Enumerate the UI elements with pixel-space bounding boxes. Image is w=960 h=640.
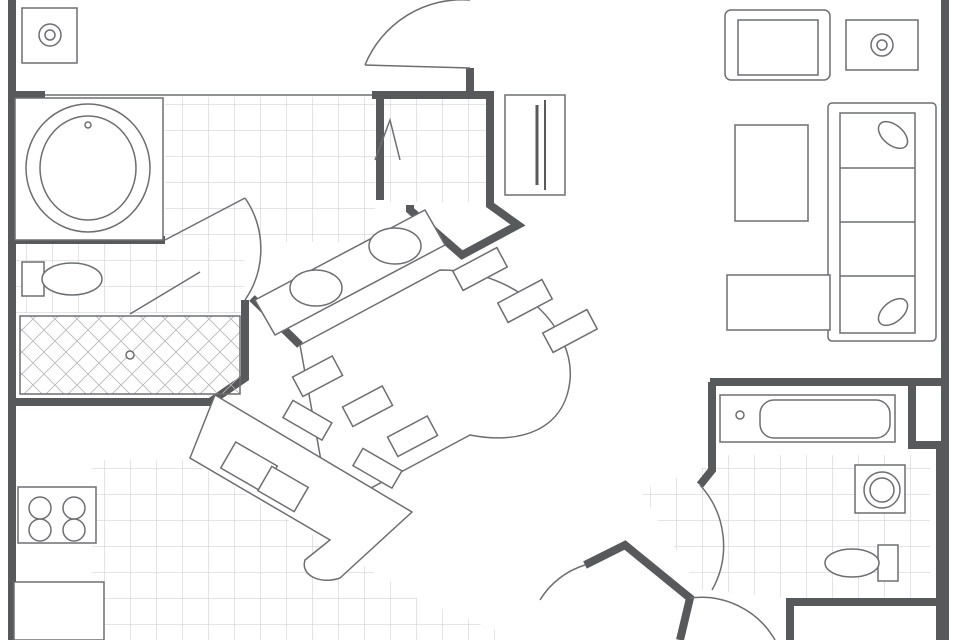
tv-console-icon xyxy=(504,94,566,196)
coffee-table-icon xyxy=(734,124,809,222)
bathtub-icon xyxy=(719,394,896,443)
toilet-icon xyxy=(824,544,899,582)
sink-icon xyxy=(854,464,906,514)
side-table-icon xyxy=(726,274,831,331)
bathtub-icon xyxy=(14,97,164,241)
refrigerator-icon xyxy=(13,581,105,640)
side-table-icon xyxy=(845,19,919,71)
side-table-icon xyxy=(21,7,78,64)
dining-chairs xyxy=(281,246,599,490)
walls xyxy=(8,0,949,640)
stove-icon xyxy=(17,486,97,544)
armchair-icon xyxy=(724,9,831,81)
doors xyxy=(244,0,776,640)
shower-icon xyxy=(19,271,241,395)
dining-table-icon xyxy=(281,246,599,512)
sofa-icon xyxy=(827,102,937,342)
double-vanity-icon xyxy=(253,208,447,337)
toilet-icon xyxy=(21,261,103,297)
kitchen-sink-icon xyxy=(219,440,310,513)
